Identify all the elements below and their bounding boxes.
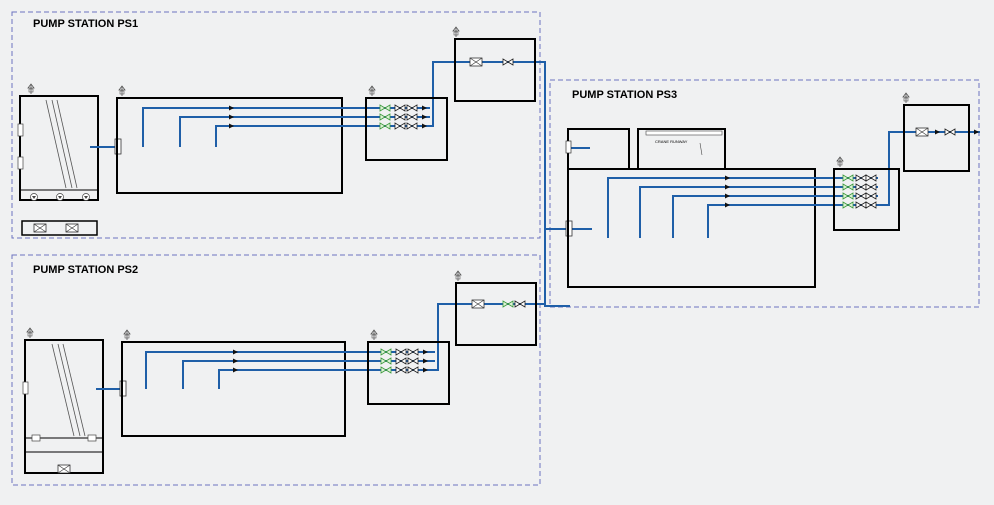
ps2-valve-box bbox=[367, 341, 450, 405]
ps3-main-tank bbox=[567, 168, 816, 288]
ps3-flow-arrow-icon-3 bbox=[725, 193, 730, 199]
ps3-valve-array bbox=[842, 174, 877, 209]
ps3-valve-box bbox=[833, 168, 900, 231]
ps2-boundary bbox=[11, 254, 541, 486]
ps2-flow-arrow-icon-2 bbox=[233, 358, 238, 364]
ps1-title: PUMP STATION PS1 bbox=[33, 18, 138, 30]
ps2-gate-valve-icon bbox=[514, 300, 526, 308]
ps1-base-blocks bbox=[21, 220, 98, 236]
ps2-wet-well bbox=[22, 339, 104, 474]
ps1-wet-well bbox=[17, 95, 99, 201]
ps1-flow-arrow-icon-1 bbox=[229, 105, 234, 111]
ps2-meter-box-vent-icon bbox=[454, 270, 462, 282]
ps1-flow-arrow-icon-3 bbox=[229, 123, 234, 129]
ps1-tank-vent-icon bbox=[118, 85, 126, 97]
ps3-flow-arrow-icon-2 bbox=[725, 184, 730, 190]
ps3-outlet-arrow-icon bbox=[974, 129, 979, 135]
ps1-valve-box-vent-icon bbox=[368, 85, 376, 97]
crane-runway-label: CRANE RUNWAY bbox=[655, 139, 688, 144]
ps1-main-tank bbox=[116, 97, 343, 194]
ps2-title: PUMP STATION PS2 bbox=[33, 264, 138, 276]
ps3-flow-arrow-icon-4 bbox=[725, 202, 730, 208]
ps3-flowmeter-icon bbox=[915, 127, 929, 137]
ps2-main-tank bbox=[121, 341, 346, 437]
ps2-flowmeter-icon bbox=[471, 299, 485, 309]
ps1-flow-arrow-icon-2 bbox=[229, 114, 234, 120]
ps1-boundary bbox=[11, 11, 541, 239]
ps2-meter-box bbox=[455, 282, 537, 346]
ps3-check-valve-icon bbox=[935, 129, 940, 135]
ps1-pipes bbox=[142, 61, 570, 307]
ps3-pipes bbox=[607, 131, 980, 238]
ps2-valve-box-vent-icon bbox=[370, 329, 378, 341]
ps2-tank-vent-icon bbox=[123, 329, 131, 341]
ps3-gate-valve-icon bbox=[944, 128, 956, 136]
ps3-title: PUMP STATION PS3 bbox=[572, 89, 677, 101]
ps3-boundary bbox=[549, 79, 980, 308]
ps2-flow-arrow-icon-3 bbox=[233, 367, 238, 373]
ps2-check-valve-icon bbox=[502, 300, 514, 308]
ps3-valve-box-vent-icon bbox=[836, 156, 844, 168]
ps1-valve-box bbox=[365, 97, 448, 161]
ps3-meter-box bbox=[903, 104, 970, 172]
ps3-meter-box-vent-icon bbox=[902, 92, 910, 104]
ps2-wet-well-vent-icon bbox=[26, 327, 34, 339]
ps1-gate-valve-icon bbox=[502, 58, 514, 66]
ps1-flowmeter-icon bbox=[469, 57, 483, 67]
ps1-meter-box bbox=[454, 38, 536, 102]
ps3-flow-arrow-icon-1 bbox=[725, 175, 730, 181]
ps1-wet-well-vent-icon bbox=[27, 83, 35, 95]
ps1-meter-box-vent-icon bbox=[452, 26, 460, 38]
ps2-flow-arrow-icon-1 bbox=[233, 349, 238, 355]
ps3-crane-runway: CRANE RUNWAY bbox=[645, 130, 723, 156]
